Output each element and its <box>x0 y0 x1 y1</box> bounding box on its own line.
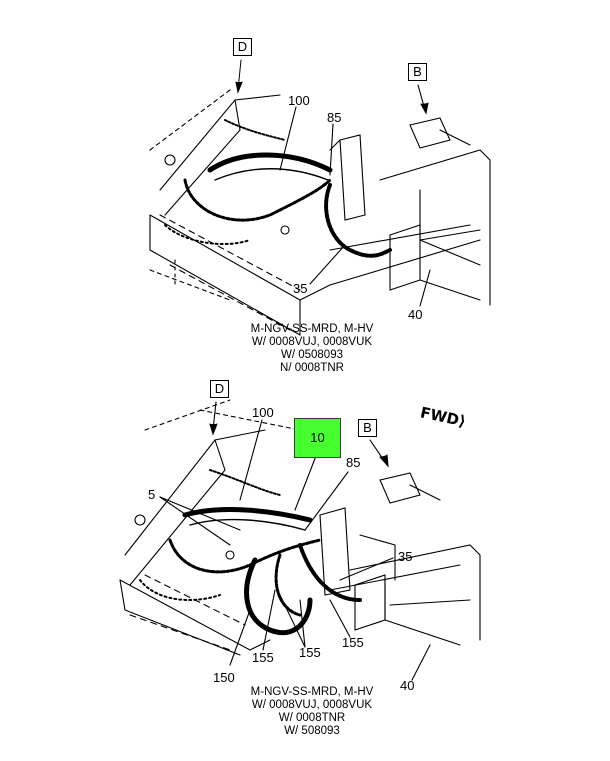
label-155-right: 155 <box>342 635 364 650</box>
caption-top: M-NGV-SS-MRD, M-HV W/ 0008VUJ, 0008VUK W… <box>212 323 412 375</box>
callout-d-bottom: D <box>210 380 229 398</box>
caption-bottom-line-4: W/ 508093 <box>284 725 340 737</box>
label-35-bottom: 35 <box>398 549 413 564</box>
label-5-bottom: 5 <box>148 487 156 502</box>
highlight-label-10[interactable]: 10 <box>294 418 341 458</box>
caption-top-line-4: N/ 0008TNR <box>280 362 344 374</box>
caption-bottom-line-1: M-NGV-SS-MRD, M-HV <box>250 686 374 698</box>
caption-bottom-line-3: W/ 0008TNR <box>278 712 346 724</box>
label-100-bottom: 100 <box>252 405 274 420</box>
caption-bottom: M-NGV-SS-MRD, M-HV W/ 0008VUJ, 0008VUK W… <box>212 686 412 738</box>
label-150-bottom: 150 <box>213 670 235 685</box>
callout-d-top: D <box>233 38 252 56</box>
label-155-mid: 155 <box>299 645 321 660</box>
caption-bottom-line-2: W/ 0008VUJ, 0008VUK <box>251 699 373 711</box>
top-diagram-art <box>149 59 491 336</box>
label-35-top: 35 <box>293 281 308 296</box>
bottom-diagram-art <box>119 399 481 681</box>
label-40-top: 40 <box>408 307 423 322</box>
highlight-label-text: 10 <box>310 430 325 445</box>
label-85-top: 85 <box>327 110 342 125</box>
label-100-top: 100 <box>288 93 310 108</box>
caption-top-line-1: M-NGV-SS-MRD, M-HV <box>250 323 374 335</box>
caption-top-line-3: W/ 0508093 <box>280 349 343 361</box>
callout-b-top: B <box>408 63 427 81</box>
caption-top-line-2: W/ 0008VUJ, 0008VUK <box>251 336 373 348</box>
label-40-bottom: 40 <box>400 678 415 693</box>
label-85-bottom: 85 <box>346 455 361 470</box>
callout-b-bottom: B <box>358 419 377 437</box>
label-155-left: 155 <box>252 650 274 665</box>
